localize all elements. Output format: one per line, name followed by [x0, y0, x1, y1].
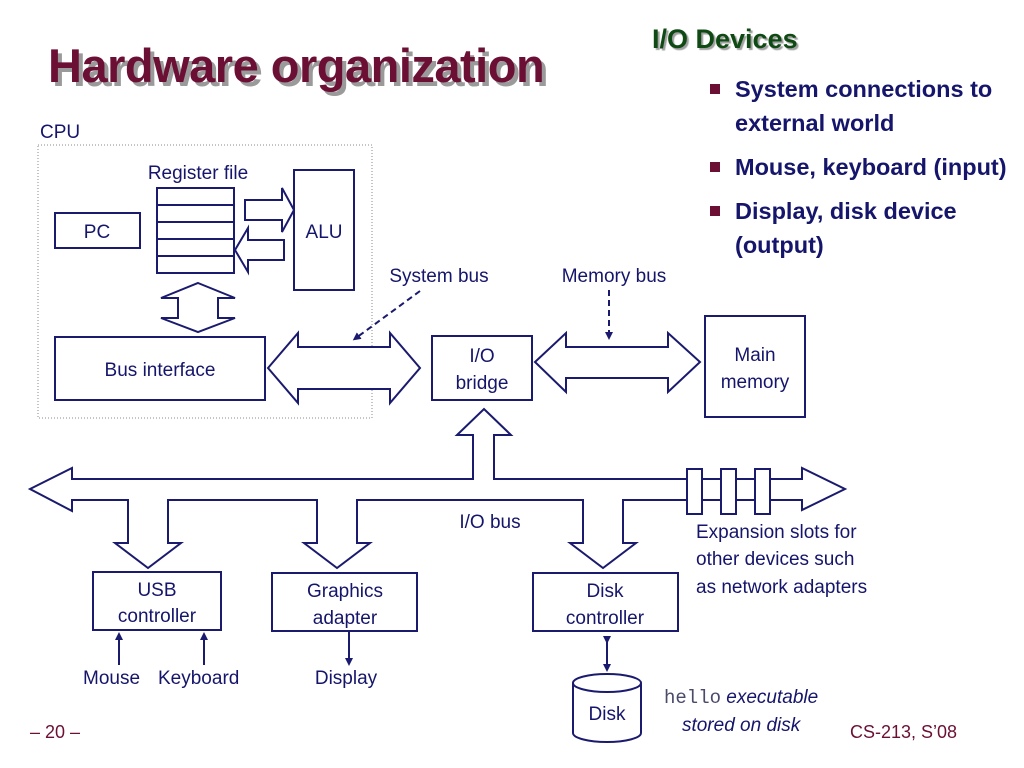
usb-label-1: USB [137, 580, 176, 601]
bullet-item: System connections to external world [708, 72, 1024, 140]
io-bridge-label-2: bridge [456, 373, 509, 394]
disk-label: Disk [589, 704, 626, 725]
note-line-2: stored on disk [681, 715, 801, 736]
hello-executable-note: hello executable stored on disk [664, 684, 818, 740]
disk-cylinder [572, 673, 642, 743]
pc-box [54, 212, 141, 249]
reg-bus-double-arrow [160, 281, 236, 334]
main-memory-label-1: Main [734, 345, 775, 366]
alu-label: ALU [306, 222, 343, 243]
course-label: CS-213, S’08 [850, 722, 958, 742]
bullet-item: Mouse, keyboard (input) [708, 150, 1024, 184]
graphics-adapter-box [271, 572, 418, 632]
pc-label: PC [84, 222, 110, 243]
io-bridge-box [431, 335, 533, 401]
disk-controller-box [532, 572, 679, 632]
bullet-text: Display, disk device (output) [735, 198, 957, 258]
bus-interface-box [54, 336, 266, 401]
display-label: Display [315, 668, 378, 689]
expansion-label-2: other devices such [696, 549, 854, 570]
expansion-slot [720, 468, 737, 515]
main-memory-label-2: memory [721, 372, 790, 393]
system-bus-label: System bus [389, 266, 488, 287]
bullet-text: Mouse, keyboard (input) [735, 154, 1007, 180]
expansion-slot [754, 468, 771, 515]
system-bus-pointer [352, 290, 421, 341]
usb-controller-box [92, 571, 222, 631]
alu-box [293, 169, 355, 291]
graphics-label-2: adapter [313, 608, 378, 629]
bullet-item: Display, disk device (output) [708, 194, 1024, 262]
keyboard-label: Keyboard [158, 668, 239, 689]
disk-controller-label-1: Disk [587, 581, 624, 602]
main-memory-box [704, 315, 806, 418]
register-file-label: Register file [148, 163, 248, 184]
register-file [156, 187, 235, 274]
disk-controller-label-2: controller [566, 608, 645, 629]
hello-filename: hello [664, 687, 722, 709]
side-title: I/O Devices [652, 24, 798, 54]
square-bullet-icon [710, 84, 720, 94]
usb-label-2: controller [118, 606, 197, 627]
cpu-boundary [37, 144, 373, 419]
square-bullet-icon [710, 162, 720, 172]
slide-title: Hardware organization [48, 39, 545, 92]
reg-to-alu-arrow [244, 187, 296, 233]
page-number: – 20 – [30, 722, 81, 742]
memory-bus-arrow [533, 330, 702, 395]
expansion-label-3: as network adapters [696, 577, 867, 598]
expansion-slot [686, 468, 703, 515]
io-bus-label: I/O bus [459, 512, 520, 533]
note-line-1: hello executable [664, 684, 818, 712]
cpu-label: CPU [40, 122, 80, 143]
bullet-text: System connections to external world [735, 76, 993, 136]
io-bus-arrow [27, 407, 848, 570]
mouse-label: Mouse [83, 668, 140, 689]
square-bullet-icon [710, 206, 720, 216]
bullet-list: System connections to external world Mou… [708, 72, 1024, 272]
bus-interface-label: Bus interface [105, 360, 216, 381]
alu-to-reg-arrow [233, 224, 285, 276]
memory-bus-label: Memory bus [562, 266, 667, 287]
note-line-1-rest: executable [721, 687, 819, 708]
io-bridge-label-1: I/O [469, 346, 494, 367]
graphics-label-1: Graphics [307, 581, 383, 602]
expansion-label-1: Expansion slots for [696, 522, 857, 543]
system-bus-arrow [266, 330, 422, 406]
